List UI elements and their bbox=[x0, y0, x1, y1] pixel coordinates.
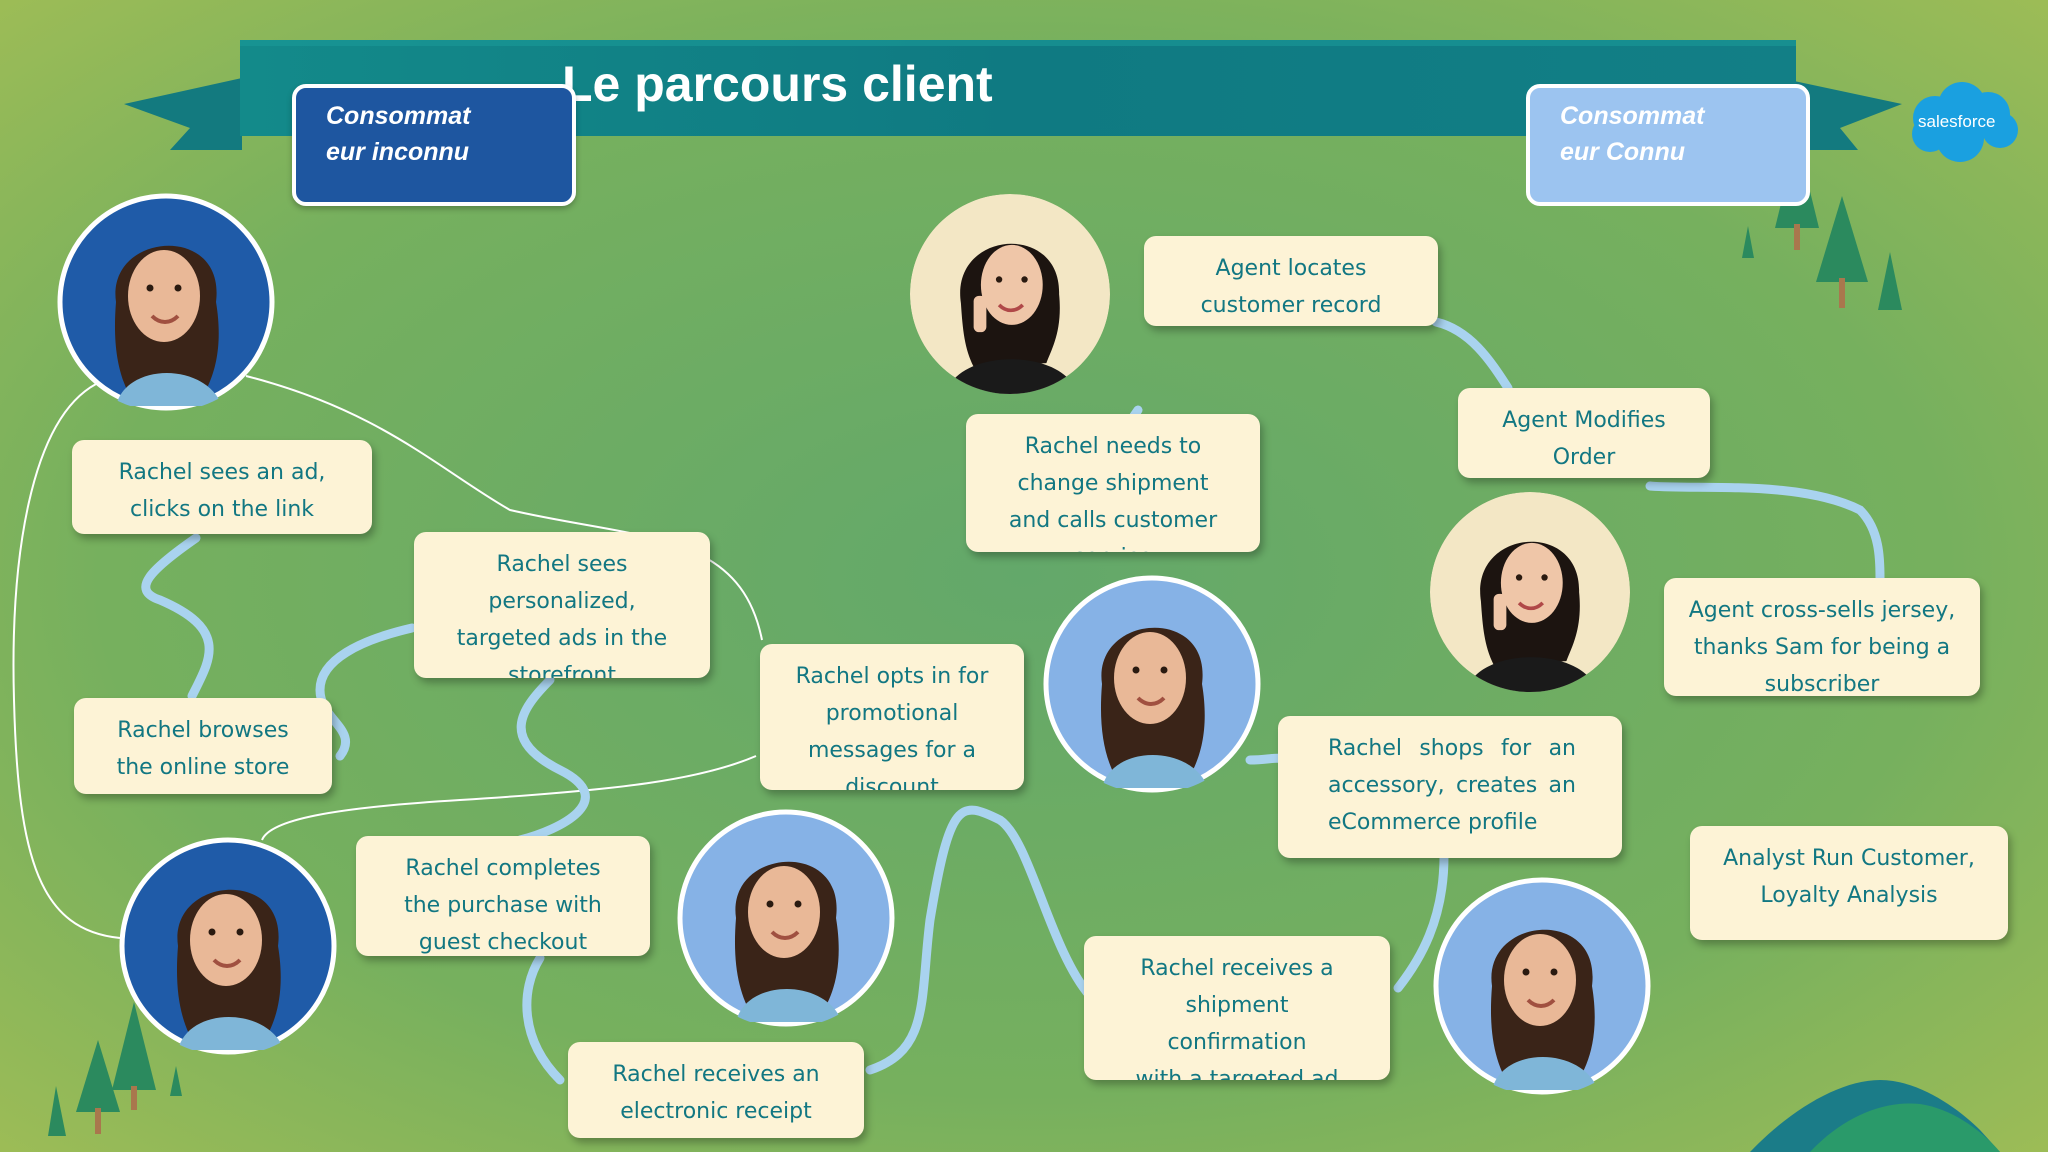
step-line: guest checkout bbox=[418, 930, 588, 955]
step-change-shipment: Rachel needs to change shipment and call… bbox=[966, 414, 1260, 552]
step-browses: Rachel browses the online store bbox=[74, 698, 332, 794]
step-line: and calls customer bbox=[1008, 508, 1218, 533]
step-agent-modifies: Agent Modifies Order bbox=[1458, 388, 1710, 478]
step-opts-in: Rachel opts in for promotional messages … bbox=[760, 644, 1024, 790]
step-word: accessory, bbox=[1328, 773, 1445, 798]
salesforce-logo bbox=[1912, 82, 2018, 162]
rachel-face bbox=[1044, 576, 1260, 792]
rachel-avatar-3 bbox=[676, 808, 896, 1028]
known-consumer-line1: Consommat bbox=[1560, 102, 1705, 130]
step-line: Rachel receives an bbox=[612, 1062, 820, 1087]
step-line: messages for a bbox=[807, 738, 977, 763]
salesforce-logo-text: salesforce bbox=[1918, 112, 1996, 131]
known-consumer-line2: eur Connu bbox=[1560, 138, 1685, 166]
step-line: Order bbox=[1552, 445, 1616, 470]
step-line: Analyst Run Customer, bbox=[1723, 846, 1975, 871]
rachel-avatar-2 bbox=[118, 836, 338, 1056]
step-line: with a targeted ad bbox=[1135, 1067, 1339, 1080]
unknown-consumer-line2: eur inconnu bbox=[326, 138, 470, 166]
step-line: Agent locates bbox=[1215, 256, 1367, 281]
rachel-avatar-4 bbox=[1042, 574, 1262, 794]
step-sees-ad: Rachel sees an ad, clicks on the link bbox=[72, 440, 372, 534]
step-line: change shipment bbox=[1017, 471, 1209, 496]
step-cross-sell: Agent cross-sells jersey, thanks Sam for… bbox=[1664, 578, 1980, 696]
step-line: thanks Sam for being a bbox=[1693, 635, 1951, 660]
step-line: Rachel receives a bbox=[1140, 956, 1334, 981]
step-line: accessory, creates an bbox=[1328, 767, 1576, 804]
step-line: Rachel completes bbox=[405, 856, 601, 881]
page-title: Le parcours client bbox=[562, 56, 993, 112]
step-line: Rachel sees an ad, bbox=[118, 460, 326, 485]
step-word: for bbox=[1500, 736, 1532, 761]
rachel-face bbox=[120, 838, 336, 1054]
step-word: shops bbox=[1419, 736, 1484, 761]
step-line: clicks on the link bbox=[129, 497, 314, 522]
step-line: service bbox=[966, 539, 1260, 552]
step-receipt: Rachel receives an electronic receipt bbox=[568, 1042, 864, 1138]
step-line: Agent Modifies bbox=[1502, 408, 1666, 433]
step-completes-purchase: Rachel completes the purchase with guest… bbox=[356, 836, 650, 956]
rachel-avatar-1 bbox=[56, 192, 276, 412]
step-line: promotional bbox=[825, 701, 959, 726]
rachel-avatar-5 bbox=[1432, 876, 1652, 1096]
step-line: targeted ads in the bbox=[456, 626, 668, 651]
step-word: an bbox=[1548, 736, 1576, 761]
step-line: eCommerce profile bbox=[1328, 810, 1538, 835]
agent-face bbox=[1430, 492, 1630, 692]
step-word: Rachel bbox=[1328, 736, 1402, 761]
step-line: Rachel opts in for bbox=[795, 664, 989, 689]
step-line: shipment bbox=[1185, 993, 1289, 1018]
unknown-consumer-line1: Consommat bbox=[326, 102, 471, 130]
step-line: confirmation bbox=[1167, 1030, 1307, 1055]
step-line: Rachel sees bbox=[496, 552, 628, 577]
unknown-consumer-box: Consommat eur inconnu bbox=[292, 84, 576, 206]
step-line: Loyalty Analysis bbox=[1760, 883, 1938, 908]
rachel-face bbox=[1434, 878, 1650, 1094]
step-personalized-ads: Rachel sees personalized, targeted ads i… bbox=[414, 532, 710, 678]
step-line: Agent cross-sells jersey, bbox=[1688, 598, 1956, 623]
step-line: customer record bbox=[1200, 293, 1382, 318]
rachel-face bbox=[58, 194, 274, 410]
step-line: Rachel needs to bbox=[1024, 434, 1202, 459]
step-line: Rachel browses bbox=[117, 718, 289, 743]
step-line: electronic receipt bbox=[620, 1099, 812, 1124]
agent-avatar-2 bbox=[1430, 492, 1630, 692]
step-agent-locates: Agent locates customer record bbox=[1144, 236, 1438, 326]
step-line: the purchase with bbox=[404, 893, 602, 918]
known-consumer-box: Consommat eur Connu bbox=[1526, 84, 1810, 206]
step-shipment-confirmation: Rachel receives a shipment confirmation … bbox=[1084, 936, 1390, 1080]
agent-face bbox=[910, 194, 1110, 394]
step-line: subscriber bbox=[1764, 672, 1880, 696]
step-line: discount bbox=[845, 775, 939, 790]
step-word: creates bbox=[1455, 773, 1538, 798]
step-line: storefront bbox=[508, 663, 616, 678]
step-line: personalized, bbox=[488, 589, 636, 614]
step-analyst: Analyst Run Customer, Loyalty Analysis bbox=[1690, 826, 2008, 940]
step-word: an bbox=[1548, 773, 1576, 798]
step-line: the online store bbox=[116, 755, 290, 780]
agent-avatar-1 bbox=[910, 194, 1110, 394]
rachel-face bbox=[678, 810, 894, 1026]
